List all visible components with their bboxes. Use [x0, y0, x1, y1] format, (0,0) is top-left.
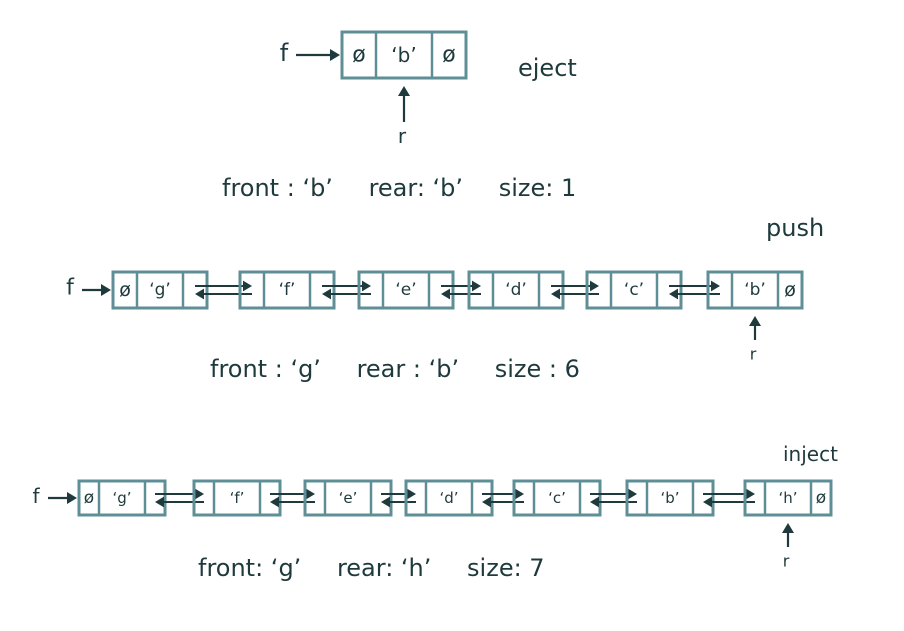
next-link-arrowhead	[472, 280, 481, 292]
node-box	[743, 479, 833, 517]
null-prev-symbol: ø	[84, 488, 94, 508]
front-pointer-label: f	[280, 39, 289, 67]
node-box	[303, 479, 393, 517]
node-box	[585, 270, 683, 310]
next-link-arrowhead	[515, 488, 524, 500]
node-box	[467, 270, 565, 310]
prev-link-arrowhead	[703, 496, 712, 508]
node-value: ‘f’	[230, 489, 245, 507]
prev-link-arrowhead	[482, 496, 491, 508]
next-link-arrowhead	[195, 488, 204, 500]
next-link-arrowhead	[243, 280, 252, 292]
front-pointer-arrowhead	[330, 49, 340, 61]
node-value: ‘b’	[744, 280, 766, 300]
node-box	[706, 270, 804, 310]
front-pointer-label: f	[66, 276, 75, 301]
prev-link-arrowhead	[381, 496, 390, 508]
node-box	[404, 479, 494, 517]
null-next-symbol: ø	[816, 488, 826, 508]
front-value: front : ‘b’	[222, 174, 333, 202]
operation-label-eject: eject	[518, 54, 577, 82]
next-link-arrowhead	[590, 280, 599, 292]
prev-link-arrowhead	[551, 288, 560, 300]
status-line-1: front : ‘b’ rear: ‘b’ size: 1	[222, 174, 604, 202]
next-link-arrowhead	[628, 488, 637, 500]
node-value: ‘b’	[660, 489, 679, 507]
node-box	[77, 479, 167, 517]
node-box	[111, 270, 209, 310]
next-link-arrowhead	[362, 280, 371, 292]
next-link-arrowhead	[746, 488, 755, 500]
null-prev-symbol: ø	[352, 43, 365, 68]
node-value: ‘d’	[439, 489, 458, 507]
next-link-arrowhead	[711, 280, 720, 292]
front-pointer-arrowhead	[101, 284, 111, 296]
prev-link-arrowhead	[441, 288, 450, 300]
node-value: ‘e’	[339, 489, 358, 507]
prev-link-arrowhead	[322, 288, 331, 300]
status-line-2: front : ‘g’ rear : ‘b’ size : 6	[210, 355, 608, 383]
next-link-arrowhead	[407, 488, 416, 500]
node-box	[192, 479, 282, 517]
rear-pointer-arrowhead	[782, 523, 794, 533]
node-box	[512, 479, 602, 517]
operation-label-inject: inject	[783, 442, 838, 466]
node-value: ‘g’	[112, 489, 131, 507]
node-box	[625, 479, 715, 517]
front-value: front : ‘g’	[210, 355, 321, 383]
node-box	[238, 270, 336, 310]
prev-link-arrowhead	[195, 288, 204, 300]
prev-link-arrowhead	[155, 496, 164, 508]
status-line-3: front: ‘g’ rear: ‘h’ size: 7	[198, 554, 573, 582]
node-value: ‘c’	[548, 489, 566, 507]
prev-link-arrowhead	[669, 288, 678, 300]
rear-value: rear: ‘h’	[336, 554, 432, 582]
node-value: ‘f’	[279, 280, 296, 300]
prev-link-arrowhead	[590, 496, 599, 508]
size-value: size: 1	[498, 174, 577, 202]
node-value: ‘g’	[149, 280, 171, 300]
node-value: ‘h’	[778, 489, 797, 507]
rear-pointer-arrowhead	[749, 316, 761, 326]
front-pointer-arrowhead	[67, 492, 77, 504]
front-pointer-label: f	[32, 484, 40, 508]
rear-value: rear : ‘b’	[356, 355, 460, 383]
rear-value: rear: ‘b’	[368, 174, 464, 202]
rear-pointer-label: r	[398, 124, 407, 148]
next-link-arrowhead	[306, 488, 315, 500]
node-value: ‘e’	[395, 280, 416, 300]
rear-pointer-arrowhead	[398, 86, 410, 96]
size-value: size : 6	[494, 355, 580, 383]
node-value: ‘d’	[505, 280, 527, 300]
node-box	[357, 270, 455, 310]
null-prev-symbol: ø	[119, 279, 131, 301]
null-next-symbol: ø	[784, 279, 796, 301]
operation-label-push: push	[766, 214, 825, 242]
null-next-symbol: ø	[442, 43, 455, 68]
rear-pointer-label: r	[750, 345, 757, 364]
node-box	[340, 30, 468, 80]
node-value: ‘c’	[624, 280, 644, 300]
size-value: size: 7	[467, 554, 545, 582]
front-value: front: ‘g’	[198, 554, 302, 582]
rear-pointer-label: r	[783, 552, 790, 571]
node-value: ‘b’	[391, 43, 416, 67]
prev-link-arrowhead	[270, 496, 279, 508]
